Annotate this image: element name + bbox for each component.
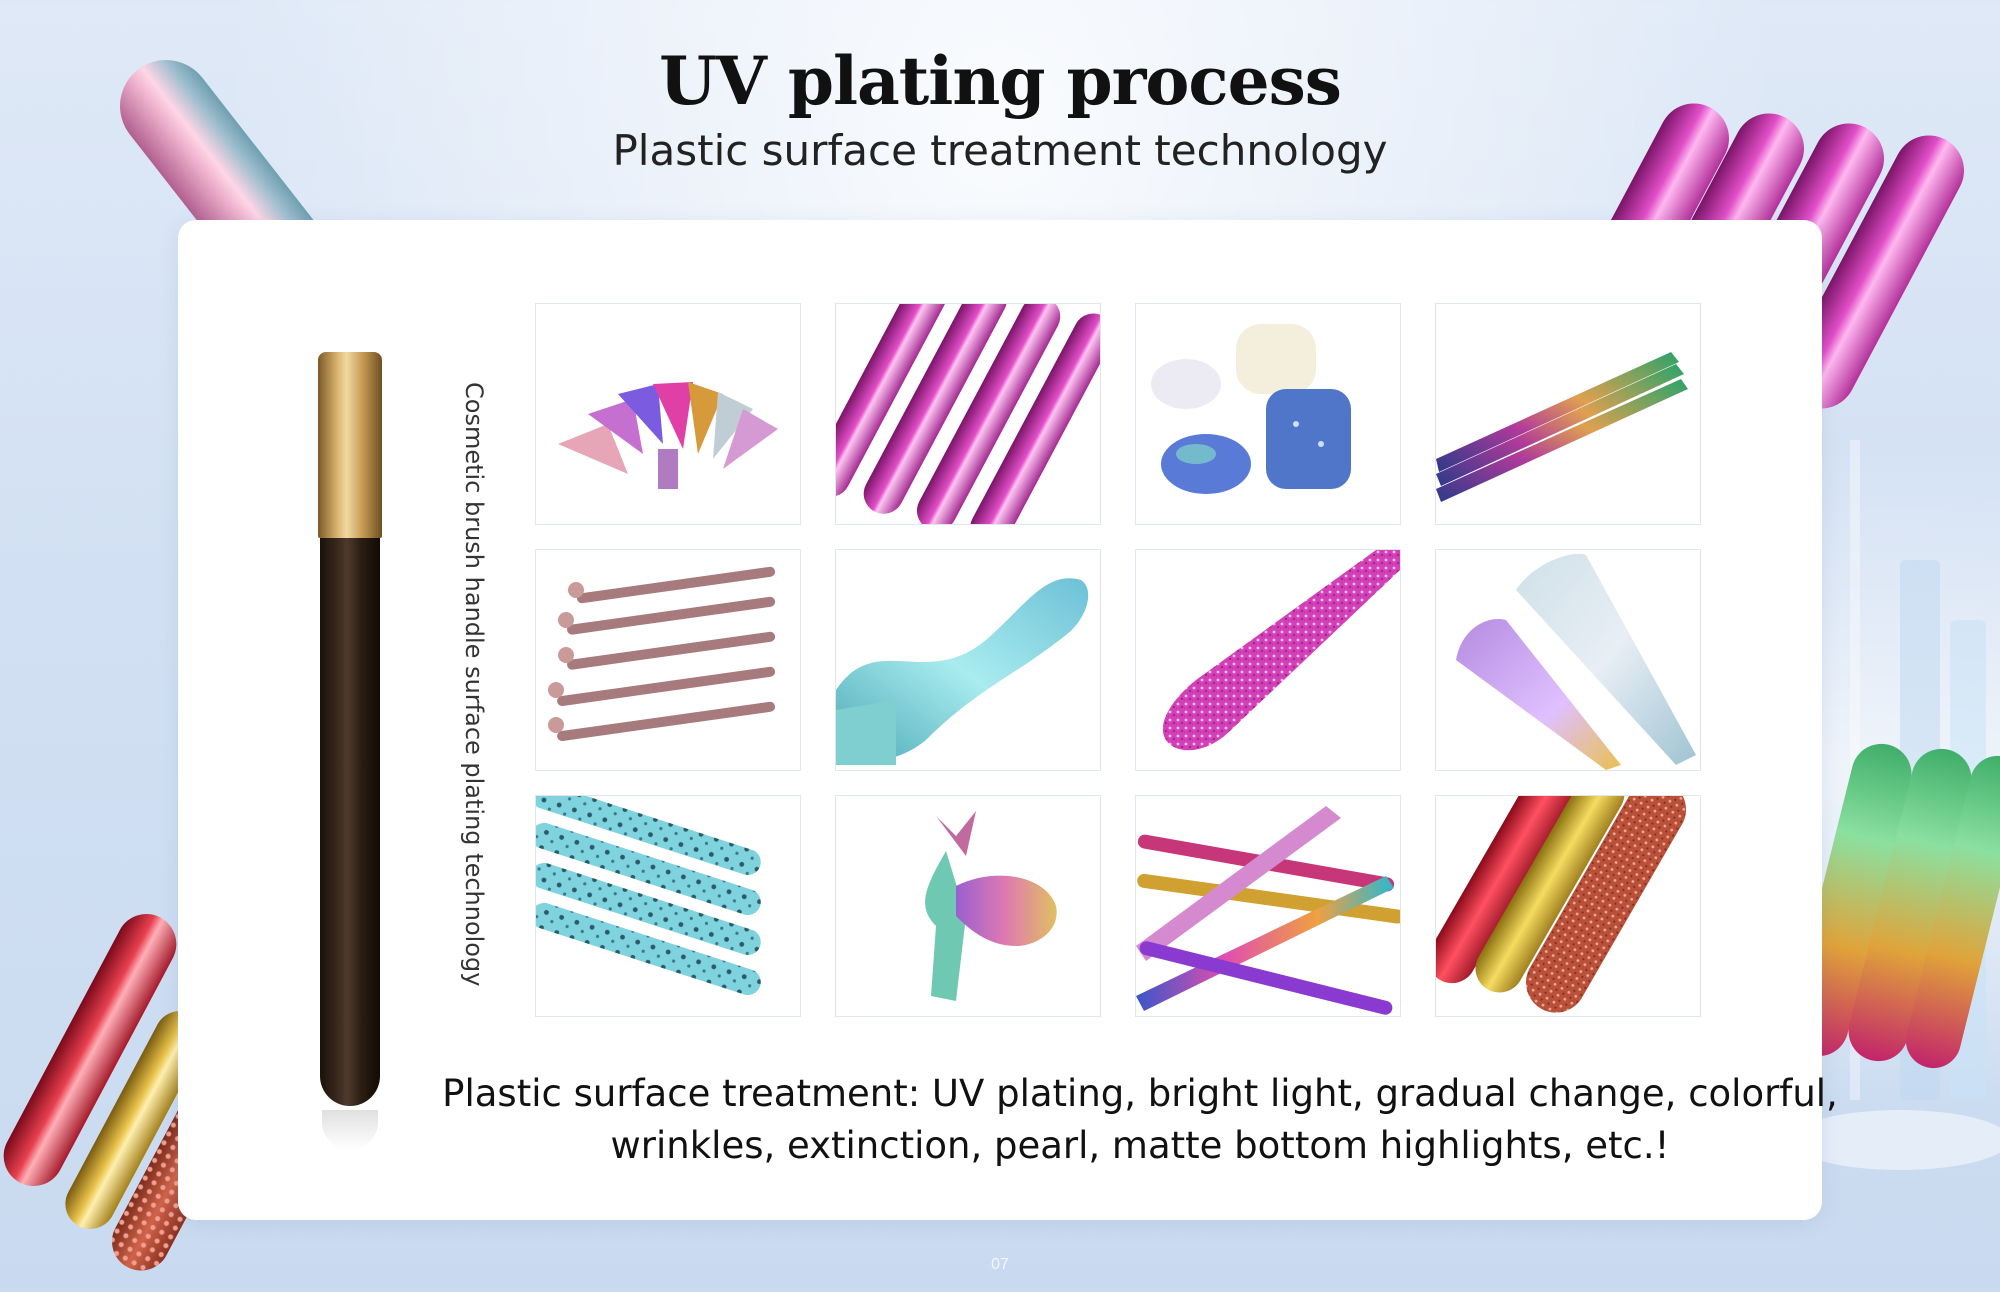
vertical-caption-text: Cosmetic brush handle surface plating te… (460, 382, 488, 987)
page-title: UV plating process (659, 42, 1342, 120)
page-subtitle: Plastic surface treatment technology (612, 126, 1388, 175)
gallery-tile-holographic[interactable] (1435, 549, 1701, 771)
gallery-tile-mermaid-brushes[interactable] (535, 303, 801, 525)
black-wood-handle (320, 538, 380, 1106)
mermaid-tail-brush-icon (925, 811, 1057, 1001)
pearl-cases-icon (1151, 324, 1351, 494)
description-line-1: Plastic surface treatment: UV plating, b… (442, 1072, 1838, 1115)
blue-speckled-handles-icon (536, 796, 761, 996)
gallery-tile-rainbow-chrome[interactable] (1135, 795, 1401, 1017)
gallery-tile-pink-glitter[interactable] (1135, 549, 1401, 771)
gallery-tile-pearl-cases[interactable] (1135, 303, 1401, 525)
gallery-tile-mermaid-tail[interactable] (835, 795, 1101, 1017)
gold-ferrule (318, 352, 382, 538)
surface-treatment-description: Plastic surface treatment: UV plating, b… (440, 1068, 1840, 1172)
gallery-tile-blue-speckled[interactable] (535, 795, 801, 1017)
gallery-tile-gradient-handles[interactable] (1435, 303, 1701, 525)
mermaid-brush-set-icon (558, 382, 778, 489)
gallery-tile-rose-gold[interactable] (535, 549, 801, 771)
page-number: 07 (991, 1256, 1009, 1273)
glitter-gradient-handles-icon (1436, 796, 1686, 1013)
rainbow-chrome-sticks-icon (1136, 806, 1400, 1015)
pink-chrome-handles-icon (836, 304, 1100, 524)
gallery-tile-pink-chrome[interactable] (835, 303, 1101, 525)
gallery-tile-teal-curved[interactable] (835, 549, 1101, 771)
featured-brush-handle (318, 352, 382, 1150)
vertical-caption: Cosmetic brush handle surface plating te… (460, 382, 488, 1002)
pink-glitter-handle-icon (1162, 550, 1400, 751)
description-line-2: wrinkles, extinction, pearl, matte botto… (610, 1124, 1670, 1167)
holographic-cones-icon (1456, 553, 1696, 770)
gradient-handles-icon (1436, 352, 1688, 502)
teal-curved-handle-icon (836, 578, 1089, 765)
gallery-tile-glitter-gradient[interactable] (1435, 795, 1701, 1017)
rose-gold-handles-icon (548, 566, 776, 742)
